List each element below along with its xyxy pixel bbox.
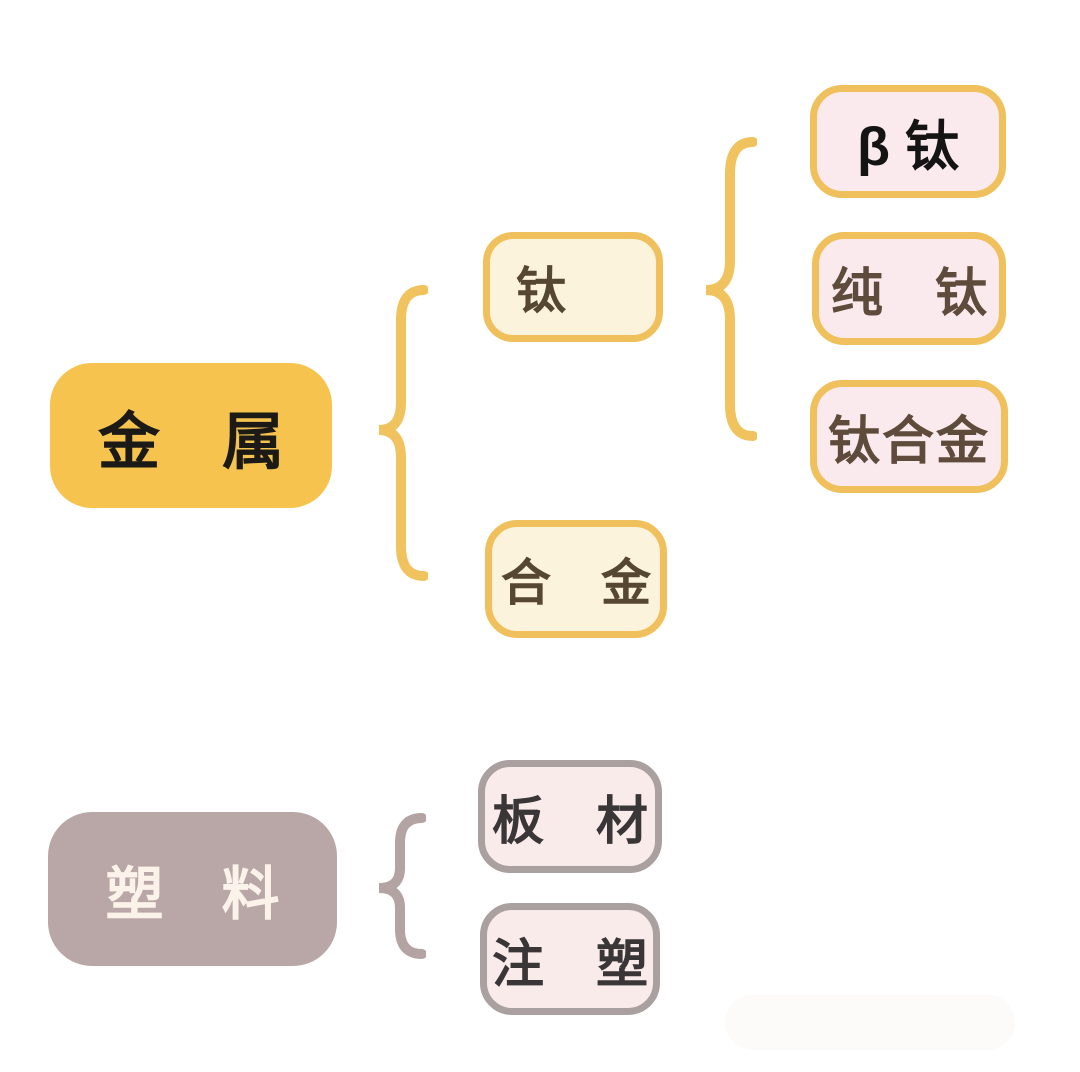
brace-plastic-to-children xyxy=(378,813,426,959)
brace-titanium-to-children xyxy=(705,137,757,441)
node-metal-label: 金 属 xyxy=(97,407,284,477)
node-injection-molding-label: 注 塑 xyxy=(491,935,648,994)
node-titanium-alloy[interactable]: 钛合金 xyxy=(810,380,1008,493)
node-beta-titanium-label: β 钛 xyxy=(857,117,959,177)
node-titanium-label: 钛 xyxy=(516,263,566,319)
node-sheet-material-label: 板 材 xyxy=(491,793,648,851)
node-plastic-label: 塑 料 xyxy=(105,862,280,927)
node-pure-titanium[interactable]: 纯 钛 xyxy=(812,232,1006,345)
node-plastic-root[interactable]: 塑 料 xyxy=(48,812,337,966)
node-beta-titanium[interactable]: β 钛 xyxy=(810,85,1006,198)
brace-metal-to-children xyxy=(378,285,428,581)
node-injection-molding[interactable]: 注 塑 xyxy=(480,903,660,1015)
node-sheet-material[interactable]: 板 材 xyxy=(478,760,662,873)
node-alloy[interactable]: 合 金 xyxy=(485,520,667,638)
node-titanium[interactable]: 钛 xyxy=(483,232,663,342)
node-titanium-alloy-label: 钛合金 xyxy=(827,413,990,471)
watermark-remnant xyxy=(725,995,1015,1050)
node-alloy-label: 合 金 xyxy=(501,555,651,611)
node-metal-root[interactable]: 金 属 xyxy=(50,363,332,508)
node-pure-titanium-label: 纯 钛 xyxy=(830,265,987,323)
